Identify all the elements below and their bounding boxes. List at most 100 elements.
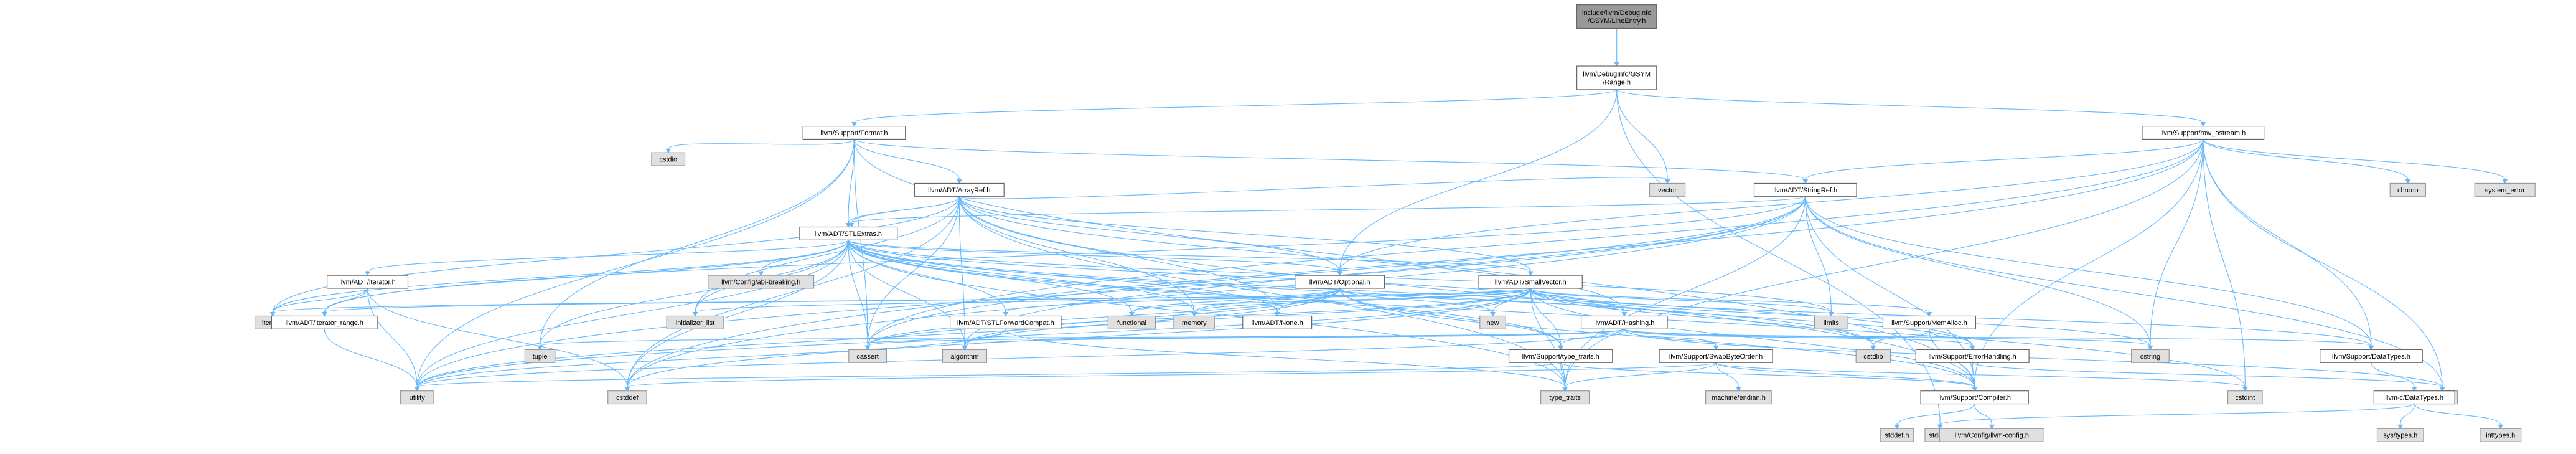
node-utility: utility [400, 390, 434, 405]
node-arrayref[interactable]: llvm/ADT/ArrayRef.h [914, 182, 1005, 197]
edge-hashing-to-typetraits [1558, 329, 1625, 351]
edge-line [848, 239, 1341, 272]
node-range[interactable]: llvm/DebugInfo/GSYM/Range.h [1576, 65, 1657, 90]
edge-line [1624, 328, 2372, 346]
edge-line [1339, 89, 1618, 272]
node-hashing[interactable]: llvm/ADT/Hashing.h [1580, 315, 1668, 329]
node-box [2227, 390, 2263, 405]
edge-format-to-utility [414, 139, 855, 392]
node-label: cstring [2140, 353, 2160, 361]
node-adtiterator[interactable]: llvm/ADT/iterator.h [327, 275, 409, 289]
node-new: new [1479, 315, 1506, 329]
edge-line [416, 288, 1341, 387]
edge-line [1616, 89, 2204, 123]
node-typetraits[interactable]: llvm/Support/type_traits.h [1508, 349, 1613, 363]
edge-line [324, 288, 1531, 313]
edge-line [2203, 139, 2506, 180]
edge-line [1805, 139, 2204, 180]
node-memalloc[interactable]: llvm/Support/MemAlloc.h [1882, 315, 1976, 329]
node-box [2142, 126, 2265, 140]
node-box [2389, 182, 2427, 197]
node-label: llvm/DebugInfo/GSYM [1583, 70, 1651, 78]
node-cstring: cstring [2131, 349, 2170, 363]
edge-cdatatypes-to-stdint [1937, 404, 2415, 430]
edge-arrowhead [1988, 424, 1995, 430]
edge-line [1530, 288, 1930, 313]
node-machendian: machine/endian.h [1705, 390, 1772, 405]
node-type_traits: type_traits [1540, 390, 1590, 405]
edge-line [2203, 139, 2409, 180]
node-label: llvm/Support/SwapByteOrder.h [1669, 353, 1763, 361]
node-label: llvm/ADT/Optional.h [1309, 279, 1370, 286]
node-box [942, 349, 988, 363]
edge-arrowhead [1972, 387, 1978, 392]
node-box [1753, 182, 1857, 197]
node-box [271, 315, 378, 329]
node-swapbyte[interactable]: llvm/Support/SwapByteOrder.h [1659, 349, 1773, 363]
edge-range-to-vector [1616, 89, 1670, 184]
node-label: llvm/ADT/SmallVector.h [1495, 279, 1567, 286]
edge-datatypes-to-cdatatypes [2371, 362, 2417, 392]
node-datatypes[interactable]: llvm/Support/DataTypes.h [2320, 349, 2423, 363]
node-label: llvm/Support/Compiler.h [1938, 394, 2011, 402]
edge-line [1339, 288, 1975, 387]
node-stlextras[interactable]: llvm/ADT/STLExtras.h [799, 226, 898, 240]
edge-line [695, 196, 960, 313]
edge-rawostream-to-optional [1337, 139, 2204, 277]
file-nodes: include/llvm/DebugInfo/GSYM/LineEntry.h l… [254, 4, 2536, 442]
node-box [400, 390, 434, 405]
node-vector: vector [1649, 182, 1686, 197]
edge-line [416, 328, 1625, 388]
edge-arrowhead [848, 223, 855, 228]
node-stringref[interactable]: llvm/ADT/StringRef.h [1753, 182, 1857, 197]
edge-line [1005, 329, 1566, 387]
edge-line [1873, 329, 1930, 346]
edge-line [2414, 404, 2501, 425]
edge-memalloc-to-cstdlib [1870, 329, 1930, 351]
edge-stringref-to-algorithm [962, 196, 1806, 351]
edge-line [1131, 288, 1531, 313]
edge-smallvector-to-functional [1129, 288, 1531, 317]
edge-line [1624, 328, 2151, 346]
edge-line [1530, 288, 1562, 346]
node-box [1242, 315, 1313, 329]
edge-line [848, 240, 1874, 346]
edge-optional-to-stlfwd [1003, 288, 1341, 317]
edge-line [848, 240, 1006, 313]
edge-line [324, 329, 418, 387]
node-label: llvm/ADT/iterator_range.h [286, 319, 363, 327]
node-errhandling[interactable]: llvm/Support/ErrorHandling.h [1915, 349, 2030, 363]
edge-line [848, 240, 1562, 346]
node-iterrange[interactable]: llvm/ADT/iterator_range.h [271, 315, 378, 329]
edge-typetraits-to-utility [414, 362, 1562, 392]
node-format[interactable]: llvm/Support/Format.h [802, 126, 906, 140]
node-stlfwd[interactable]: llvm/ADT/STLForwardCompat.h [949, 315, 1062, 329]
node-box [2376, 428, 2424, 442]
node-root[interactable]: include/llvm/DebugInfo/GSYM/LineEntry.h [1576, 4, 1657, 29]
node-smallvector[interactable]: llvm/ADT/SmallVector.h [1478, 275, 1583, 289]
node-none[interactable]: llvm/ADT/None.h [1242, 315, 1313, 329]
edge-swapbyte-to-machendian [1715, 362, 1741, 392]
edge-arrowhead [1614, 62, 1620, 67]
node-label: llvm/ADT/Hashing.h [1594, 319, 1654, 327]
node-rawostream[interactable]: llvm/Support/raw_ostream.h [2142, 126, 2265, 140]
edge-swapbyte-to-cstddef [624, 362, 1717, 392]
node-optional[interactable]: llvm/ADT/Optional.h [1295, 275, 1385, 289]
edge-arrowhead [624, 387, 630, 392]
edge-stlextras-to-smallvector [848, 239, 1534, 277]
node-label: new [1486, 319, 1499, 327]
node-box [1705, 390, 1772, 405]
node-label: llvm/ADT/STLForwardCompat.h [957, 319, 1054, 327]
edge-memalloc-to-errhandling [1929, 329, 1975, 351]
node-label: llvm/Config/abi-breaking.h [721, 279, 800, 286]
node-limits: limits [1814, 315, 1848, 329]
node-label: tuple [533, 353, 548, 361]
edge-line [867, 139, 2204, 346]
edge-arrowhead [1870, 345, 1876, 351]
node-cdatatypes[interactable]: llvm-c/DataTypes.h [2373, 390, 2455, 405]
edge-line [958, 177, 1668, 199]
node-box [607, 390, 647, 405]
edge-line [2203, 139, 2443, 387]
node-label: system_error [2485, 187, 2526, 194]
node-compiler[interactable]: llvm/Support/Compiler.h [1920, 390, 2029, 405]
